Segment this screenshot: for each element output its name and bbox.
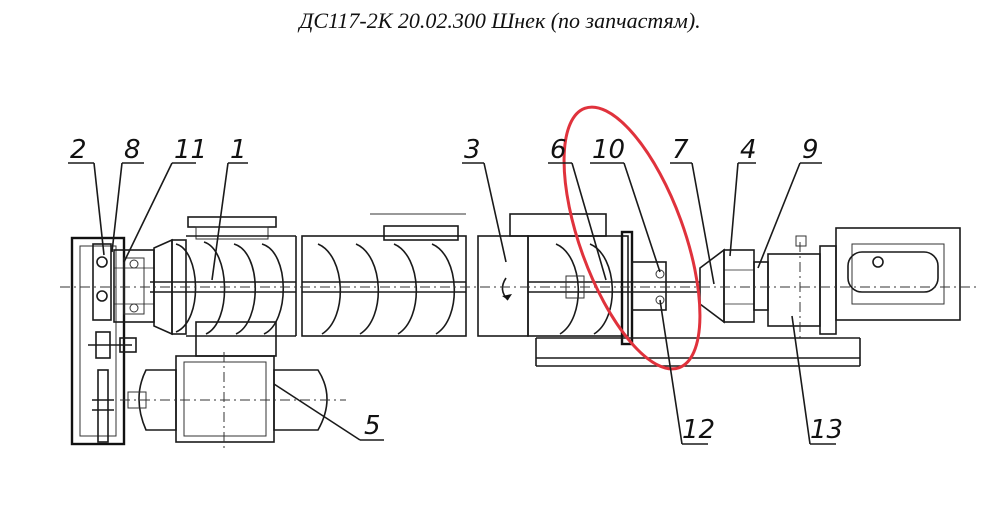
callout-4: 4 [740, 135, 757, 165]
drawing-title: ДС117-2К 20.02.300 Шнек (по запчастям). [299, 8, 701, 33]
callout-12: 12 [682, 415, 715, 445]
callout-10: 10 [592, 135, 625, 165]
callout-8: 8 [124, 135, 141, 165]
callout-11: 11 [174, 135, 207, 165]
gear-motor-5 [120, 352, 346, 448]
callout-7: 7 [672, 135, 689, 165]
callout-9: 9 [802, 135, 819, 165]
callout-3: 3 [464, 135, 481, 165]
highlight-ellipse [562, 105, 702, 371]
callout-2: 2 [70, 135, 87, 165]
callout-5: 5 [364, 411, 381, 441]
end-plate [70, 236, 137, 446]
auger-section-middle [301, 213, 467, 337]
callout-6: 6 [550, 135, 567, 165]
callout-13: 13 [810, 415, 843, 445]
callout-1: 1 [230, 135, 247, 165]
drive-motor-13 [767, 227, 961, 340]
leader-lines [68, 162, 836, 445]
